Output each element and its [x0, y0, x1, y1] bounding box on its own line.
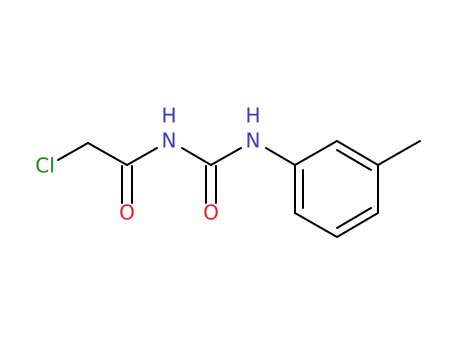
atom-label-h-aryl: H — [245, 104, 260, 128]
atom-label-h-amide: H — [161, 104, 176, 128]
ring-inner-bond-2 — [336, 207, 372, 229]
bond-urea-c-n-aryl — [210, 147, 242, 166]
bond-cl-ch2 — [57, 142, 89, 161]
atom-label-n-aryl: N — [246, 129, 261, 153]
atom-label-cl: Cl — [35, 154, 55, 178]
ring-inner-bond-1 — [336, 149, 372, 171]
ring-bond-2 — [336, 140, 379, 166]
bond-n-aryl-ring — [265, 147, 296, 166]
ring-bond-1 — [294, 140, 338, 166]
atom-label-n-amide: N — [162, 129, 177, 153]
ring-bond-4 — [336, 212, 379, 238]
bond-n-amide-urea-c — [181, 147, 212, 166]
atom-label-o-amide: O — [119, 201, 135, 225]
bond-ring-methyl — [377, 140, 421, 166]
atom-label-o-urea: O — [203, 201, 219, 225]
ring-bond-5 — [294, 212, 338, 238]
bond-carbonyl-n-amide — [126, 147, 158, 166]
bond-ch2-carbonyl — [87, 142, 128, 166]
